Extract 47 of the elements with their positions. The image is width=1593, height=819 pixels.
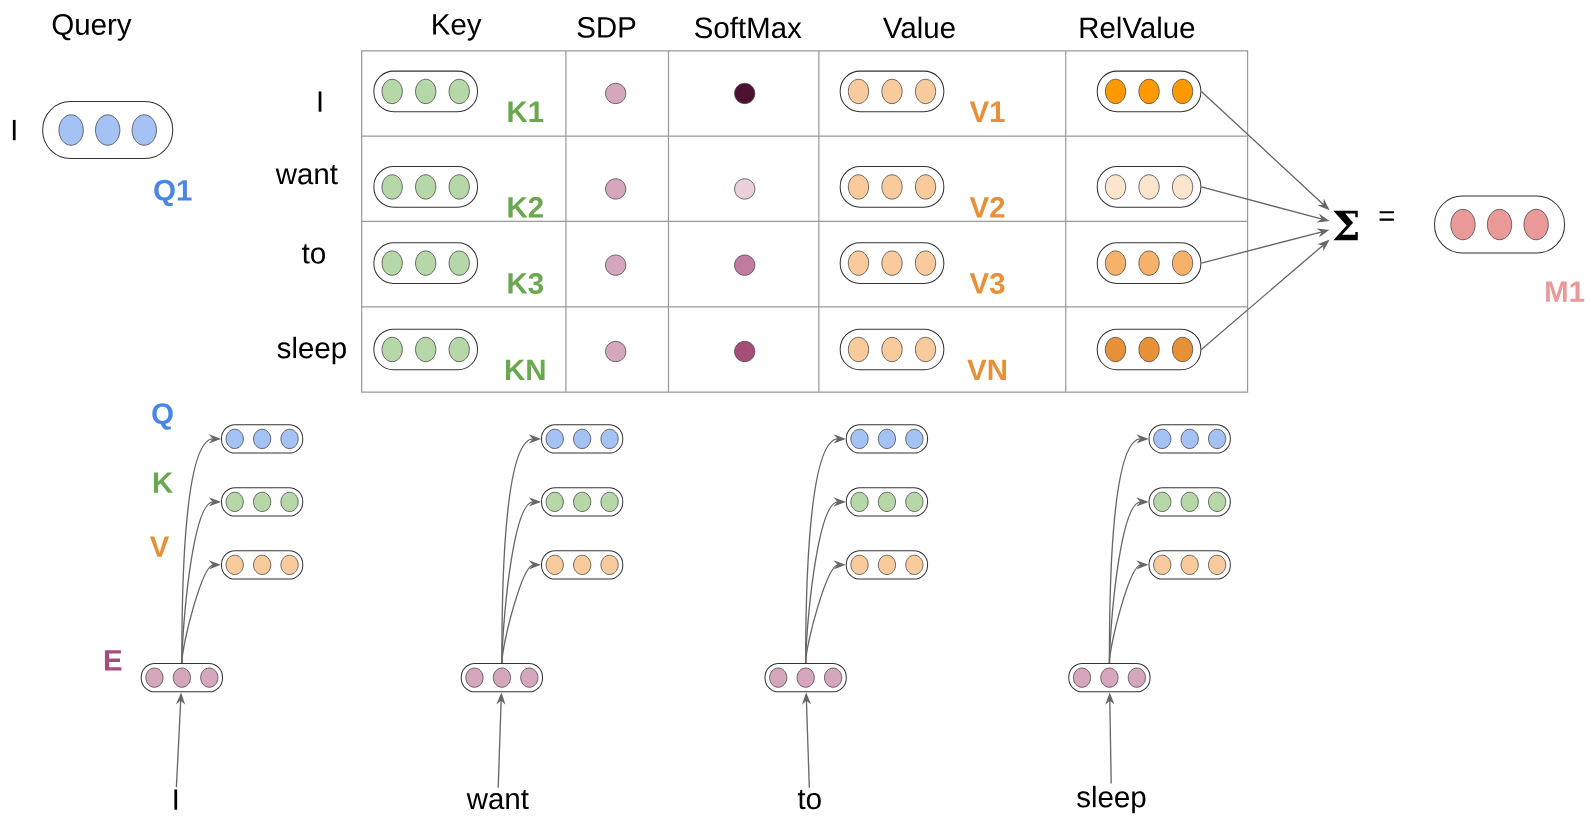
vector-pill xyxy=(845,487,929,517)
vector-pill xyxy=(460,663,544,693)
row-label: to xyxy=(302,244,325,264)
vector-pill xyxy=(541,487,624,517)
vector-pill xyxy=(1096,242,1202,285)
equals-sign: = xyxy=(1379,211,1394,221)
column-header: SoftMax xyxy=(695,16,802,39)
vector-label: Q1 xyxy=(154,179,192,207)
vector-pill xyxy=(1096,166,1202,208)
vector-pill xyxy=(1148,424,1231,454)
vector-pill xyxy=(764,663,847,693)
column-header: RelValue xyxy=(1080,16,1195,39)
vector-label: I xyxy=(12,120,16,141)
column-header: Key xyxy=(433,14,482,41)
row-label: sleep xyxy=(277,336,346,365)
word: to xyxy=(797,789,821,810)
column-header: SDP xyxy=(577,17,636,38)
row-label: I xyxy=(318,91,322,112)
vector-label: K3 xyxy=(508,273,543,294)
vector-pill xyxy=(1148,550,1231,580)
vector-pill xyxy=(845,424,929,454)
vector-label: Q xyxy=(152,403,173,430)
vector-label: K xyxy=(153,472,173,493)
vector-label: E xyxy=(104,650,122,671)
column-header: Value xyxy=(883,16,955,39)
word: I xyxy=(174,789,178,810)
vector-label: M1 xyxy=(1546,281,1585,302)
vector-pill xyxy=(1068,663,1151,693)
vector-label: VN xyxy=(967,359,1006,380)
vector-pill xyxy=(1096,70,1202,113)
vector-label: KN xyxy=(505,359,545,380)
vector-label: K1 xyxy=(508,101,544,122)
vector-pill xyxy=(541,424,624,454)
vector-pill xyxy=(845,550,929,580)
vector-label: V3 xyxy=(969,273,1005,294)
vector-label: V2 xyxy=(969,197,1005,218)
vector-label: V1 xyxy=(969,101,1005,122)
word: sleep xyxy=(1077,785,1146,814)
word: want xyxy=(466,789,529,810)
vector-pill xyxy=(1148,487,1231,517)
sigma-symbol: Σ xyxy=(1333,210,1358,241)
vector-label: V xyxy=(149,536,170,557)
vector-label: K2 xyxy=(508,197,543,218)
row-label: want xyxy=(275,165,338,185)
vector-pill xyxy=(541,550,624,580)
column-header: Query xyxy=(52,14,132,41)
vector-pill xyxy=(1096,328,1202,371)
